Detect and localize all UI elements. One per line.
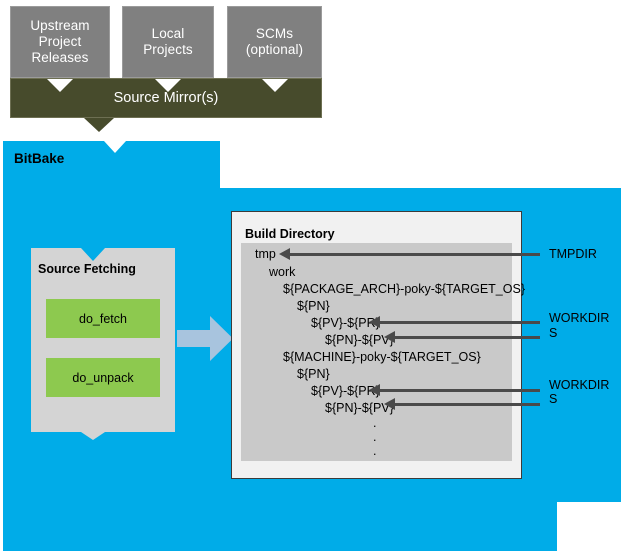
workdir-2-arrow-line [380, 389, 540, 392]
mirror-notch-scms-icon [262, 79, 288, 92]
variable-label-workdir-2: WORKDIR [549, 378, 610, 392]
source-box-line: Projects [143, 42, 193, 57]
tree-item-pn-1: ${PN} [297, 299, 330, 313]
mirror-to-bitbake-arrow-icon [84, 118, 114, 132]
variable-label-s-1: S [549, 326, 558, 340]
source-box-line: Project [38, 34, 82, 49]
task-do-unpack-label: do_unpack [72, 370, 134, 385]
source-box-scms-optional: SCMs (optional) [227, 6, 322, 78]
build-directory-tree-panel [241, 243, 512, 461]
s-2-arrow-head-icon [384, 398, 395, 410]
tree-ellipsis-dot: . [373, 430, 377, 444]
tree-item-package-arch: ${PACKAGE_ARCH}-poky-${TARGET_OS} [283, 282, 525, 296]
tree-ellipsis-dot: . [373, 416, 377, 430]
variable-label-tmpdir: TMPDIR [549, 247, 597, 261]
tree-item-pn-pv-2: ${PN}-${PV} [325, 401, 394, 415]
tree-item-pn-2: ${PN} [297, 367, 330, 381]
source-box-line: SCMs [255, 26, 294, 41]
variable-label-workdir-1: WORKDIR [549, 311, 610, 325]
bitbake-label: BitBake [14, 151, 65, 166]
task-do-unpack[interactable]: do_unpack [46, 358, 160, 397]
tmpdir-arrow-line [290, 253, 540, 256]
source-mirrors-label: Source Mirror(s) [113, 90, 219, 106]
source-box-line: Upstream [30, 18, 90, 33]
workdir-1-arrow-head-icon [369, 316, 380, 328]
workdir-1-arrow-line [380, 321, 540, 324]
tree-item-pv-pr-1: ${PV}-${PR} [311, 316, 380, 330]
tmpdir-arrow-head-icon [279, 248, 290, 260]
mirror-notch-upstream-icon [47, 79, 73, 92]
s-2-arrow-line [395, 403, 540, 406]
source-fetching-title: Source Fetching [38, 262, 136, 276]
tree-ellipsis-dot: . [373, 444, 377, 458]
source-box-line: Local [151, 26, 185, 41]
source-fetching-panel [31, 248, 175, 440]
source-box-line: Releases [31, 50, 89, 65]
build-directory-title: Build Directory [245, 227, 335, 241]
source-box-upstream-project-releases: Upstream Project Releases [10, 6, 110, 78]
tree-item-machine: ${MACHINE}-poky-${TARGET_OS} [283, 350, 481, 364]
variable-label-s-2: S [549, 392, 558, 406]
mirror-notch-local-icon [155, 79, 181, 92]
tree-item-pv-pr-2: ${PV}-${PR} [311, 384, 380, 398]
tree-item-pn-pv-1: ${PN}-${PV} [325, 333, 394, 347]
source-box-line: (optional) [245, 42, 304, 57]
workdir-2-arrow-head-icon [369, 384, 380, 396]
tree-item-tmp: tmp [255, 247, 276, 261]
s-1-arrow-line [395, 336, 540, 339]
task-do-fetch-label: do_fetch [79, 311, 127, 326]
s-1-arrow-head-icon [384, 331, 395, 343]
source-box-local-projects: Local Projects [122, 6, 214, 78]
tree-item-work: work [269, 265, 296, 279]
task-do-fetch[interactable]: do_fetch [46, 299, 160, 338]
